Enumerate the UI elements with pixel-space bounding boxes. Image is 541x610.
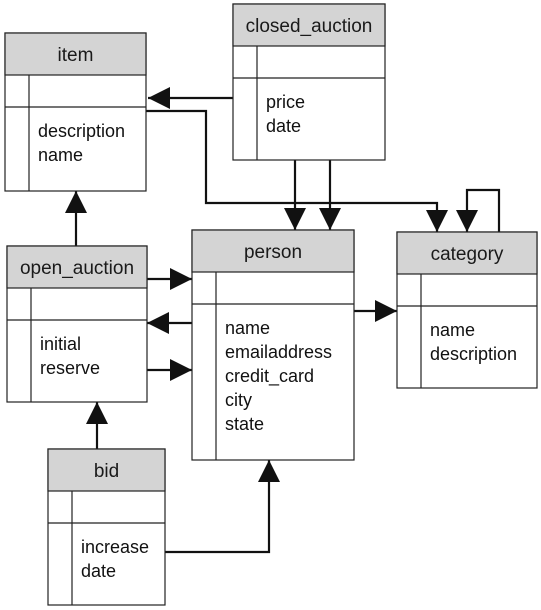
attribute-label: description bbox=[38, 121, 125, 141]
entity-title: closed_auction bbox=[246, 16, 373, 37]
connector-person-to-open_auction bbox=[147, 312, 192, 334]
attribute-label: name bbox=[225, 318, 270, 338]
entity-title: item bbox=[58, 45, 94, 66]
connector-open_auction-to-item bbox=[65, 191, 87, 246]
connector-closed_auction-to-person bbox=[319, 160, 341, 230]
entity-header bbox=[191, 229, 355, 273]
attribute-label: name bbox=[38, 145, 83, 165]
connector-open_auction-to-person bbox=[147, 268, 192, 290]
connector-bid-to-person bbox=[165, 460, 280, 554]
connector-line bbox=[165, 460, 271, 554]
connector-closed_auction-to-person bbox=[284, 160, 306, 230]
connector-item-to-category bbox=[146, 109, 448, 232]
attribute-label: emailaddress bbox=[225, 342, 332, 362]
entity-category: category name description bbox=[396, 231, 538, 389]
arrowhead-icon bbox=[284, 208, 306, 230]
attribute-label: initial bbox=[40, 334, 81, 354]
arrowhead-icon bbox=[170, 359, 192, 381]
entity-header bbox=[4, 32, 147, 76]
arrowhead-icon bbox=[426, 210, 448, 232]
connector-person-to-category bbox=[354, 300, 397, 322]
attribute-label: date bbox=[266, 116, 301, 136]
arrowhead-icon bbox=[170, 268, 192, 290]
entity-header bbox=[47, 448, 166, 492]
relationship-connectors bbox=[65, 87, 501, 554]
entity-header bbox=[6, 245, 148, 289]
connector-category-to-category bbox=[456, 188, 501, 232]
arrowhead-icon bbox=[148, 87, 170, 109]
arrowhead-icon bbox=[375, 300, 397, 322]
entity-title: open_auction bbox=[20, 258, 134, 279]
attribute-label: state bbox=[225, 414, 264, 434]
entity-header bbox=[396, 231, 538, 275]
connector-bid-to-open_auction bbox=[86, 402, 108, 449]
attribute-label: price bbox=[266, 92, 305, 112]
entity-bid: bid increase date bbox=[47, 448, 166, 606]
entity-title: bid bbox=[94, 461, 119, 482]
entity-item: item description name bbox=[4, 32, 147, 192]
attribute-label: date bbox=[81, 561, 116, 581]
attribute-label: credit_card bbox=[225, 366, 314, 387]
attribute-label: reserve bbox=[40, 358, 100, 378]
arrowhead-icon bbox=[456, 210, 478, 232]
connector-closed_auction-to-item bbox=[148, 87, 233, 109]
attribute-label: description bbox=[430, 344, 517, 364]
attribute-label: city bbox=[225, 390, 252, 410]
arrowhead-icon bbox=[86, 402, 108, 424]
arrowhead-icon bbox=[65, 191, 87, 213]
entity-header bbox=[232, 3, 386, 47]
arrowhead-icon bbox=[258, 460, 280, 482]
attribute-label: name bbox=[430, 320, 475, 340]
attribute-label: increase bbox=[81, 537, 149, 557]
arrowhead-icon bbox=[147, 312, 169, 334]
connector-open_auction-to-person bbox=[147, 359, 192, 381]
entity-title: category bbox=[431, 244, 504, 265]
entity-title: person bbox=[244, 242, 302, 263]
arrowhead-icon bbox=[319, 208, 341, 230]
